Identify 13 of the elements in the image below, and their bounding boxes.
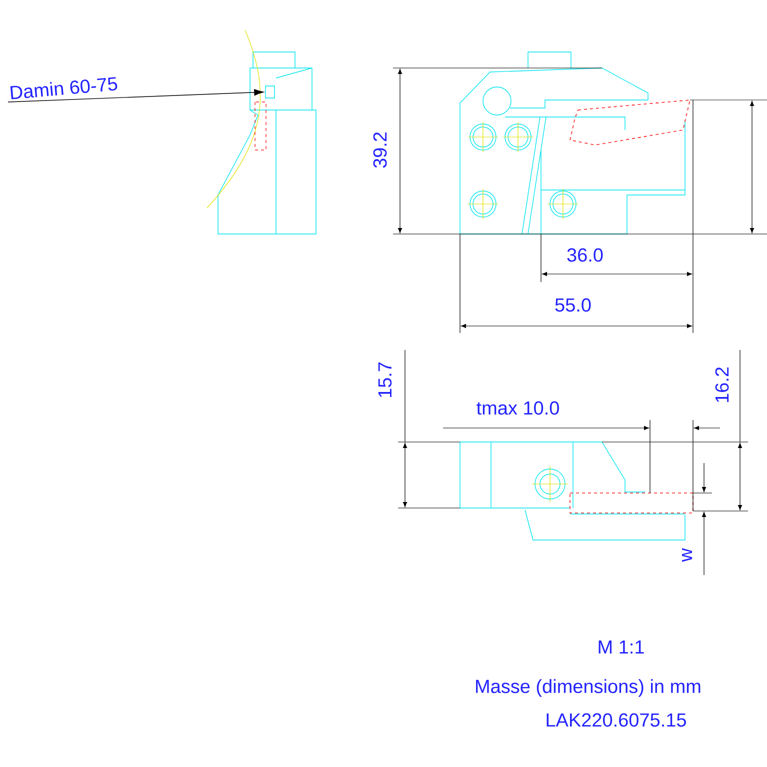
scale-note: M 1:1 bbox=[598, 640, 644, 654]
dimension-value: tmax 10.0 bbox=[476, 401, 559, 415]
dimension-value: w bbox=[682, 548, 692, 562]
callout-text: Damin 60-75 bbox=[10, 77, 118, 100]
dimension-value: 16.2 bbox=[715, 367, 729, 402]
drawing-number: LAK220.6075.15 bbox=[546, 713, 686, 727]
clamp-part bbox=[265, 86, 275, 98]
dimension-value: 36.0 bbox=[567, 248, 603, 262]
dimension-value: 15.7 bbox=[378, 362, 392, 398]
dimension-value: 55.0 bbox=[555, 298, 591, 312]
units-note: Masse (dimensions) in mm bbox=[476, 679, 700, 697]
dimension-value: 39.2 bbox=[373, 132, 387, 168]
leader-line bbox=[8, 89, 264, 102]
